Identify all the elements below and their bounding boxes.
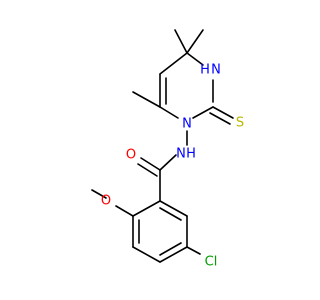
bond-c2-s-b: [209, 112, 231, 125]
bond-ar-c4-c5-inner: [159, 242, 182, 256]
bond-c6-nring: [159, 106, 179, 119]
bond-c2-s-a: [212, 106, 234, 119]
atom-o-methoxy: O: [101, 194, 111, 209]
atom-namide-n: N: [176, 147, 186, 162]
atom-nh-n: N: [211, 63, 221, 78]
atom-n-ring: N: [182, 117, 192, 132]
bond-ar-c2-omethoxy: [115, 205, 134, 217]
molecule-structure: H N N S N H O O Cl: [91, 29, 244, 270]
bond-cq-nh: [186, 52, 204, 66]
bond-c2-nring: [192, 106, 214, 119]
atom-labels: H N N S N H O O Cl: [101, 63, 244, 270]
bond-ar-c5-cl: [186, 246, 201, 255]
bond-omethoxy-me: [91, 189, 107, 199]
bond-namide-ccarb: [159, 154, 177, 171]
bond-ar-c3-c4: [132, 246, 161, 263]
atom-cl: Cl: [205, 255, 218, 270]
atom-s: S: [236, 116, 244, 131]
bond-ccarb-o-b: [137, 163, 158, 177]
atom-namide-h: H: [186, 147, 196, 162]
bonds: [91, 29, 234, 263]
atom-o-carbonyl: O: [126, 148, 136, 163]
bond-ar-c4-c5: [159, 246, 188, 263]
bond-cq-me-b: [186, 29, 204, 54]
bond-ar-c1-c2: [132, 200, 161, 217]
bond-ar-c6-c1: [159, 200, 188, 217]
atom-nh-h: H: [200, 63, 210, 78]
bond-ar-c6-c1-inner: [159, 207, 182, 221]
bond-cq-me-a: [174, 29, 188, 54]
bond-ccarb-o-a: [140, 157, 161, 171]
bond-c6-me: [132, 91, 161, 108]
bond-cq-c5: [159, 52, 188, 75]
